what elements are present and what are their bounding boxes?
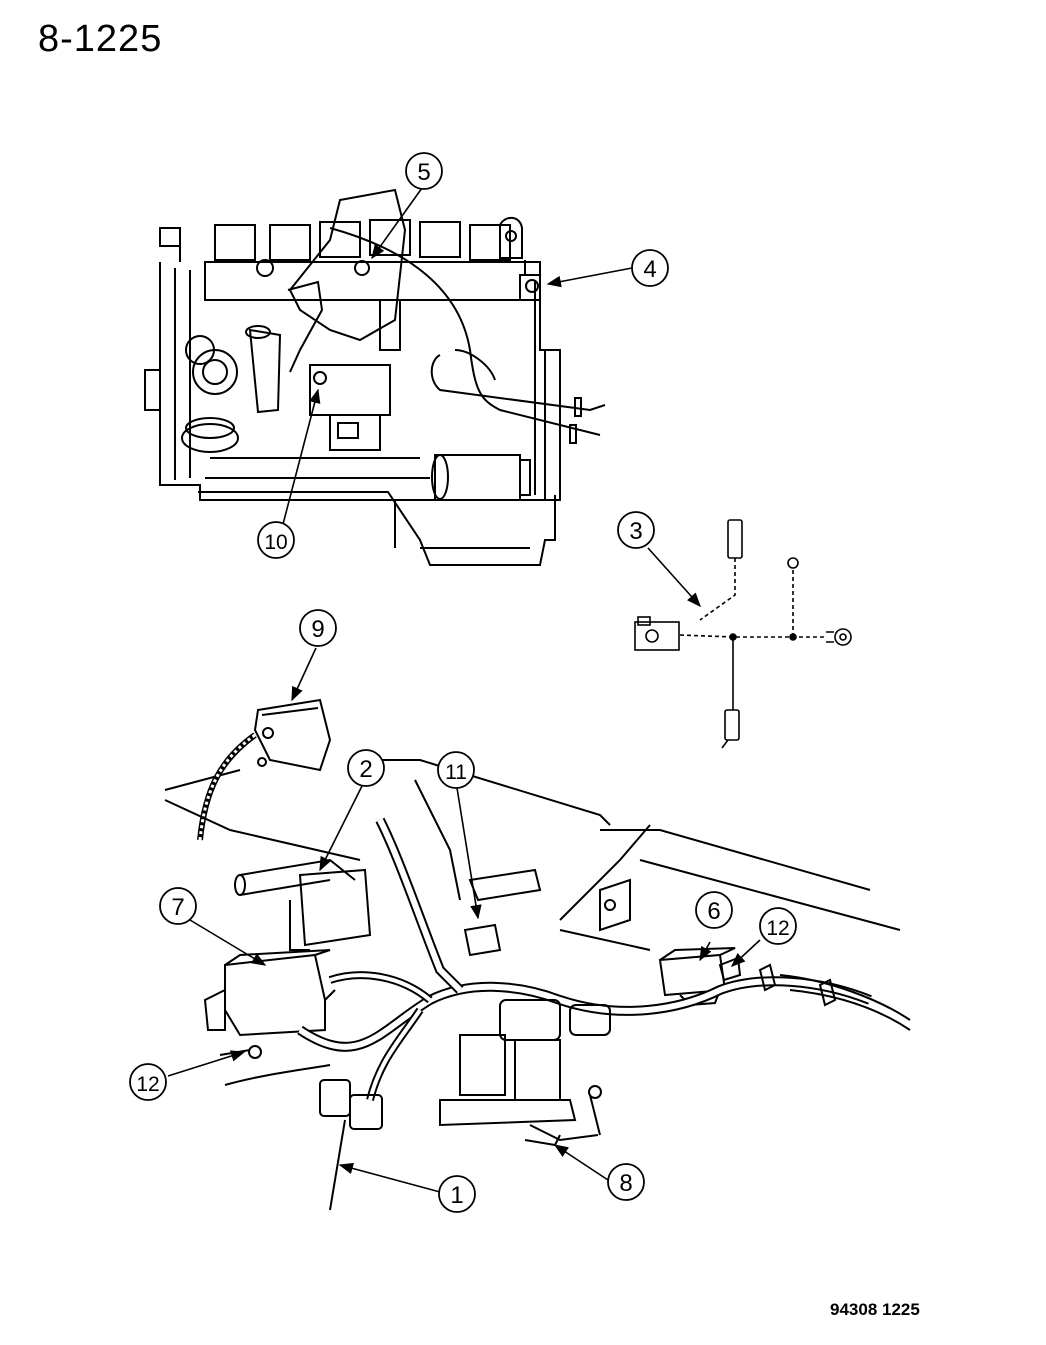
figure-code: 94308 1225 [830, 1300, 920, 1319]
callout-label: 7 [171, 894, 184, 921]
callout-9: 9 [299, 609, 337, 647]
callout-label: 9 [311, 616, 324, 643]
callout-label: 12 [766, 917, 789, 940]
callout-2: 2 [347, 749, 385, 787]
callout-label: 2 [359, 756, 372, 783]
harness-assembly [164, 698, 911, 1211]
callout-3: 3 [617, 511, 655, 549]
leader-lines [167, 187, 761, 1193]
callout-12-right: 12 [759, 907, 797, 945]
callout-label: 5 [417, 159, 430, 186]
callout-label: 6 [707, 898, 720, 925]
page-number: 8-1225 [38, 18, 163, 60]
callout-label: 8 [619, 1170, 632, 1197]
callout-label: 3 [629, 518, 642, 545]
callout-12-left: 12 [129, 1063, 167, 1101]
callout-4: 4 [631, 249, 669, 287]
engine-assembly [144, 188, 606, 566]
callout-1: 1 [438, 1175, 476, 1213]
callout-label: 1 [450, 1182, 463, 1209]
callout-label: 4 [643, 256, 656, 283]
callout-label: 10 [264, 531, 287, 554]
callout-7: 7 [159, 887, 197, 925]
harness-schematic [634, 519, 852, 749]
callout-8: 8 [607, 1163, 645, 1201]
callout-label: 11 [445, 761, 467, 784]
callout-label: 12 [136, 1073, 159, 1096]
callout-11: 11 [437, 751, 475, 789]
callout-10: 10 [257, 521, 295, 559]
callout-5: 5 [405, 152, 443, 190]
callout-6: 6 [695, 891, 733, 929]
